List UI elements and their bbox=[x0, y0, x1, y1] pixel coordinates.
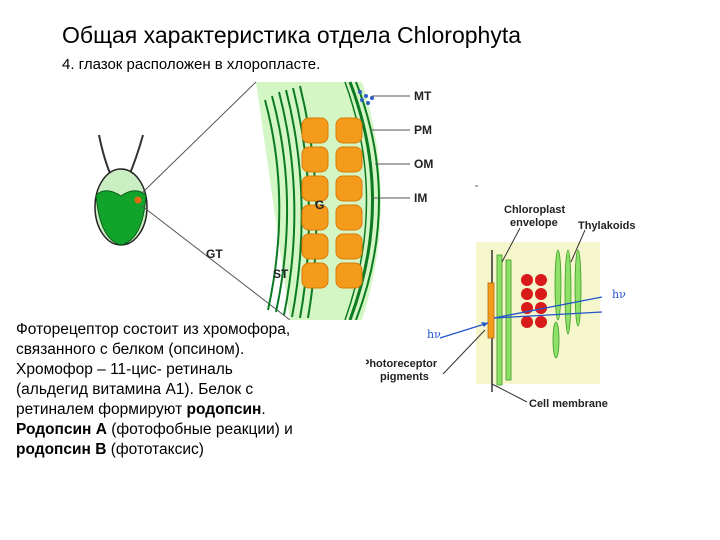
light-symbol-right: hν bbox=[612, 288, 626, 301]
label-cell-membrane: Cell membrane bbox=[529, 398, 608, 410]
term-rhodopsin: родопсин bbox=[186, 401, 262, 418]
caption-line: ретиналем формируют родопсин. bbox=[16, 400, 366, 420]
label-thylakoids: Thylakoids bbox=[578, 220, 635, 232]
light-symbol-left: hν bbox=[427, 328, 441, 341]
label-om: OM bbox=[414, 157, 433, 171]
caption-line: (альдегид витамина А1). Белок с bbox=[16, 381, 254, 398]
eyespot-diagram: hν hν Chloroplast envelope Thylakoids Ph… bbox=[362, 185, 635, 410]
term-rhodopsin-b: родопсин В bbox=[16, 441, 107, 458]
caption-text: (фототаксис) bbox=[106, 441, 204, 458]
label-chloroplast-envelope-1: Chloroplast bbox=[504, 204, 565, 216]
caption-line: Родопсин А (фотофобные реакции) и bbox=[16, 420, 366, 440]
caption-text: ретиналем формируют bbox=[16, 401, 187, 418]
slide-title: Общая характеристика отдела Chlorophyta bbox=[62, 22, 522, 48]
label-photoreceptor-2: pigments bbox=[380, 371, 429, 383]
term-rhodopsin-a: Родопсин А bbox=[16, 421, 107, 438]
label-gt: GT bbox=[206, 247, 223, 261]
zoom-projection-lines bbox=[141, 81, 291, 321]
label-pm: PM bbox=[414, 123, 432, 137]
caption-line: связанного с белком (опсином). bbox=[16, 341, 245, 358]
caption-text: (фотофобные реакции) и bbox=[106, 421, 293, 438]
label-im: IM bbox=[414, 191, 427, 205]
label-st: ST bbox=[273, 267, 289, 281]
algal-cell-illustration bbox=[94, 134, 148, 246]
caption-text: . bbox=[261, 401, 266, 418]
slide-subtitle: 4. глазок расположен в хлоропласте. bbox=[62, 56, 321, 73]
label-chloroplast-envelope-2: envelope bbox=[510, 217, 558, 229]
photoreceptor-caption: Фоторецептор состоит из хромофора, связа… bbox=[16, 320, 366, 460]
eyespot-micrograph: MT PM OM IM G GT ST bbox=[206, 81, 433, 321]
label-photoreceptor-1: Photoreceptor bbox=[362, 358, 438, 370]
caption-line: родопсин В (фототаксис) bbox=[16, 440, 366, 460]
caption-line: Хромофор – 11-цис- ретиналь bbox=[16, 361, 233, 378]
caption-line: Фоторецептор состоит из хромофора, bbox=[16, 321, 291, 338]
label-g: G bbox=[315, 198, 324, 212]
label-mt: MT bbox=[414, 89, 432, 103]
